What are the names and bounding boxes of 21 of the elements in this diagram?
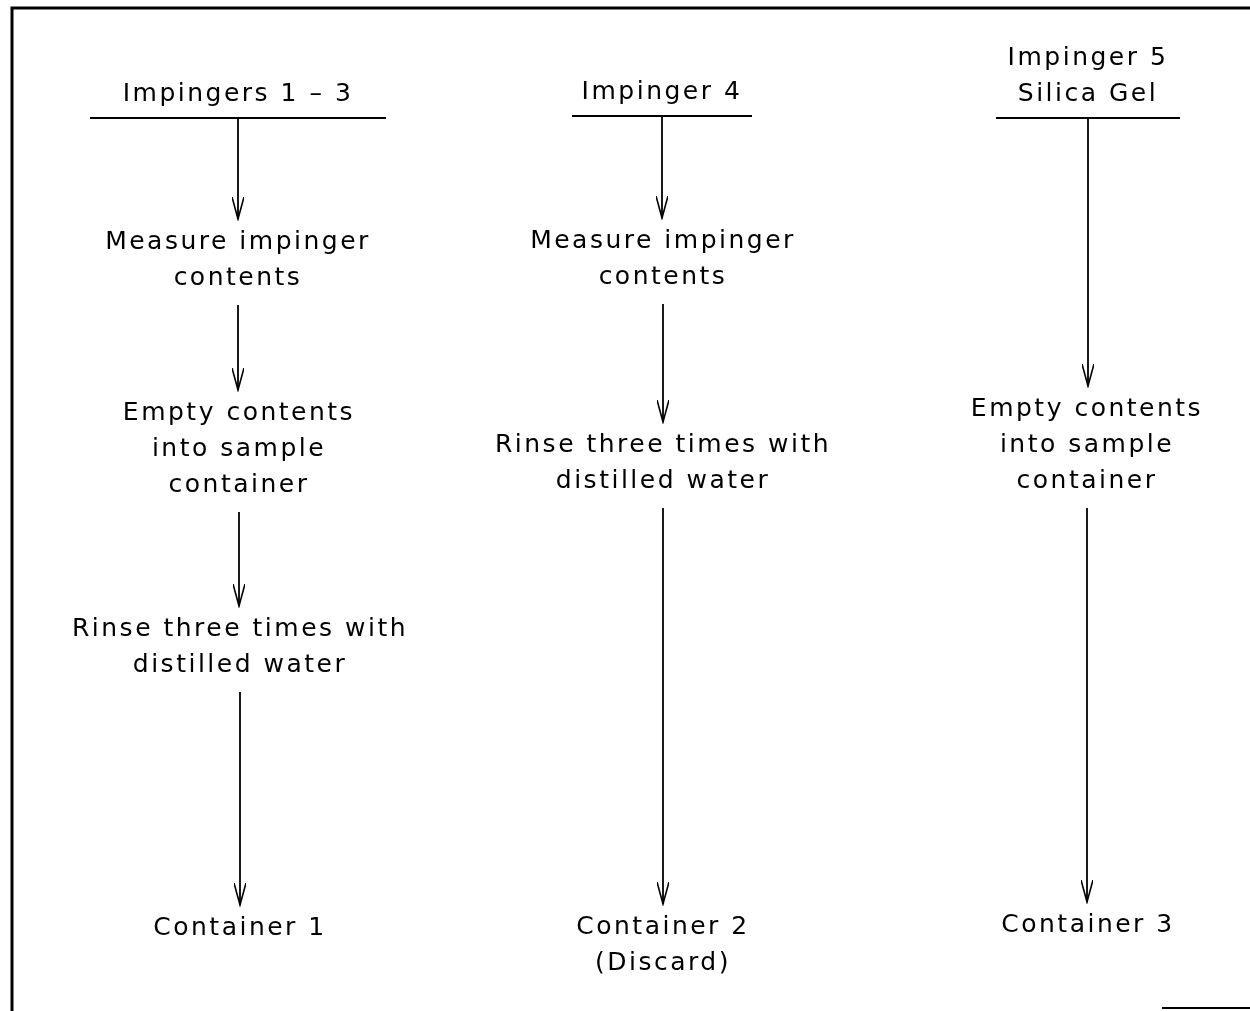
step-text: Empty contents into sample container [89, 394, 389, 502]
step-text: Rinse three times with distilled water [453, 426, 873, 498]
step-text: Rinse three times with distilled water [30, 610, 450, 682]
arrow [1080, 507, 1094, 903]
column-heading: Impinger 4 [572, 73, 752, 117]
step-text: Measure impinger contents [68, 223, 408, 295]
arrow [233, 691, 247, 906]
arrow [655, 116, 669, 219]
arrow [231, 304, 245, 391]
arrow [656, 303, 670, 423]
column-heading: Impinger 5 Silica Gel [996, 39, 1180, 119]
step-text: Container 2 (Discard) [543, 908, 783, 980]
step-text: Measure impinger contents [493, 222, 833, 294]
arrow [231, 118, 245, 220]
arrow [232, 511, 246, 607]
arrow [1081, 118, 1095, 387]
step-text: Container 3 [958, 906, 1218, 942]
arrow [656, 507, 670, 905]
step-text: Container 1 [110, 909, 370, 945]
step-text: Empty contents into sample container [937, 390, 1237, 498]
column-heading: Impingers 1 – 3 [90, 75, 386, 119]
